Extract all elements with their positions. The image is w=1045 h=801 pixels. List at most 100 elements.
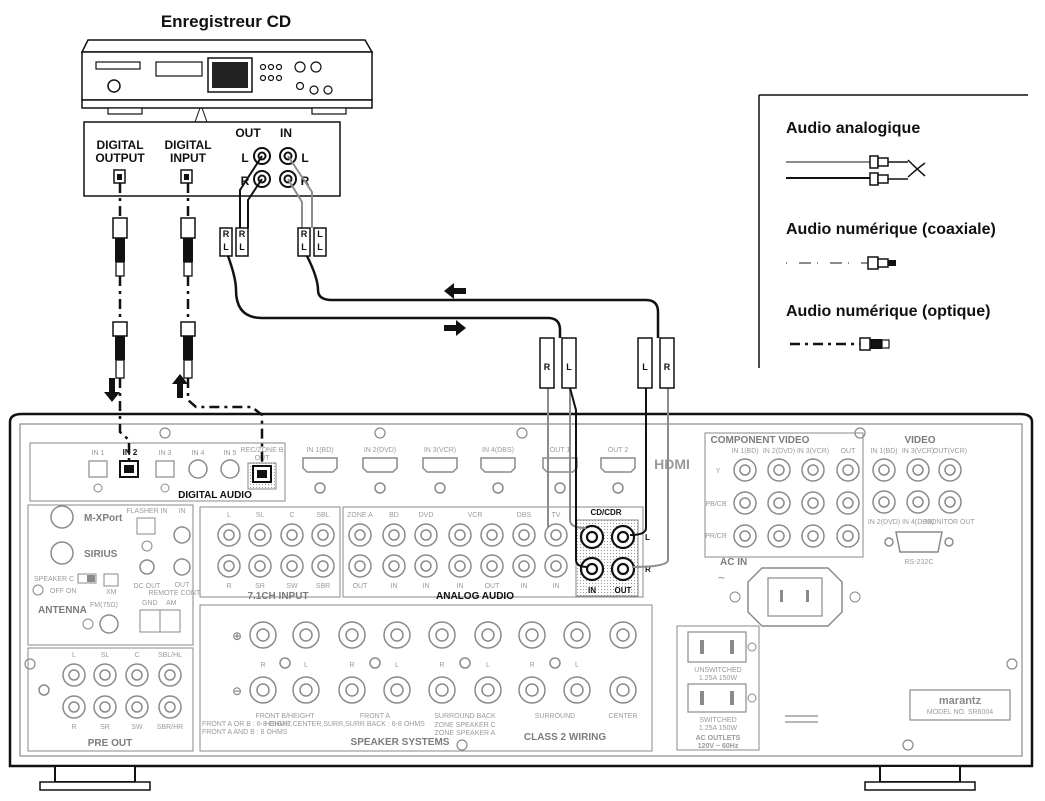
svg-text:L: L: [395, 662, 399, 669]
svg-text:MONITOR OUT: MONITOR OUT: [925, 519, 975, 526]
ac-outlets-section: UNSWITCHED 1.25A 150W SWITCHED 1.25A 150…: [676, 625, 760, 751]
svg-text:AC IN: AC IN: [720, 557, 747, 568]
arrow-up-icon: [172, 374, 188, 398]
svg-text:L: L: [575, 662, 579, 669]
svg-text:DVD: DVD: [419, 512, 434, 519]
svg-text:DC OUT: DC OUT: [134, 583, 162, 590]
svg-text:L: L: [486, 662, 490, 669]
svg-text:OUT(VCR): OUT(VCR): [933, 448, 967, 455]
cd-connector-panel: [83, 121, 341, 197]
svg-text:ANTENNA: ANTENNA: [38, 605, 87, 616]
digital-input-label-2: INPUT: [170, 151, 207, 165]
svg-text:R: R: [301, 229, 308, 239]
screw-icons: [24, 427, 1018, 751]
svg-text:L: L: [239, 242, 245, 252]
digital-audio-label: DIGITAL AUDIO: [178, 490, 252, 501]
arrow-right-icon: [444, 320, 466, 336]
svg-text:SURROUND: SURROUND: [535, 713, 575, 720]
digital-input-label-1: DIGITAL: [164, 138, 211, 152]
svg-text:VIDEO: VIDEO: [904, 435, 935, 446]
legend-analog-label: Audio analogique: [786, 120, 920, 137]
ch71-input-section: L SL C SBL R SR SW SBR 7.1CH INPUT: [199, 506, 341, 602]
svg-text:COMPONENT VIDEO: COMPONENT VIDEO: [711, 435, 810, 446]
legend: Audio analogique Audio numérique (coaxia…: [758, 94, 1028, 368]
svg-text:L: L: [227, 512, 231, 519]
misc-left-section: M-XPort SIRIUS SPEAKER C OFF ON XM ANTEN…: [27, 504, 194, 646]
svg-text:ZONE A: ZONE A: [347, 512, 373, 519]
svg-text:IN 4(DBS): IN 4(DBS): [482, 447, 514, 454]
ac-in-section: AC IN ~: [718, 557, 861, 627]
svg-text:IN: IN: [521, 583, 528, 590]
digital-output-label-2: OUTPUT: [95, 151, 145, 165]
svg-text:OUT: OUT: [485, 583, 501, 590]
svg-text:R: R: [349, 662, 354, 669]
svg-text:SPEAKER C: SPEAKER C: [34, 576, 74, 583]
remote-section: FLASHER IN DC OUT IN OUT REMOTE CONT.: [126, 508, 201, 597]
speaker-systems-section: ⊕ ⊖ R L R L R L R L: [199, 604, 653, 752]
svg-text:FRONT A OR B : 6-8 OHMS: FRONT A OR B : 6-8 OHMS: [202, 721, 290, 728]
svg-text:ZONE SPEAKER A: ZONE SPEAKER A: [435, 730, 496, 737]
svg-text:1.25A 150W: 1.25A 150W: [699, 675, 738, 682]
svg-text:IN 3: IN 3: [159, 450, 172, 457]
svg-text:SBR/HR: SBR/HR: [157, 724, 183, 731]
svg-text:SIRIUS: SIRIUS: [84, 549, 118, 560]
svg-text:SW: SW: [131, 724, 143, 731]
svg-text:SBL: SBL: [316, 512, 329, 519]
svg-text:L: L: [642, 362, 648, 372]
svg-text:L: L: [72, 652, 76, 659]
svg-text:SWITCHED: SWITCHED: [699, 717, 736, 724]
cd-left-label: L: [241, 151, 248, 165]
svg-text:R: R: [529, 662, 534, 669]
svg-text:IN: IN: [457, 583, 464, 590]
svg-text:SL: SL: [101, 652, 110, 659]
svg-text:AC OUTLETS: AC OUTLETS: [696, 735, 741, 742]
svg-text:UNSWITCHED: UNSWITCHED: [694, 667, 741, 674]
svg-text:IN 3(VCR): IN 3(VCR): [424, 447, 456, 454]
cd-cdr-label: CD/CDR: [590, 508, 621, 517]
legend-optical-plug-icon: [859, 337, 890, 351]
svg-text:IN: IN: [391, 583, 398, 590]
cd-recorder-device: [80, 39, 374, 115]
hdmi-section: IN 1(BD) IN 2(DVD) IN 3(VCR) IN 4(DBS) O…: [302, 447, 690, 494]
svg-text:IN 1(BD): IN 1(BD): [870, 448, 897, 455]
svg-text:L: L: [223, 242, 229, 252]
svg-text:R: R: [645, 565, 651, 574]
svg-text:R: R: [226, 583, 231, 590]
svg-text:M-XPort: M-XPort: [84, 513, 123, 524]
svg-text:L: L: [301, 242, 307, 252]
svg-text:OUT 1: OUT 1: [550, 447, 571, 454]
cd-out-label: OUT: [235, 126, 261, 140]
svg-text:1.25A 150W: 1.25A 150W: [699, 725, 738, 732]
svg-text:IN: IN: [553, 583, 560, 590]
svg-text:IN 2: IN 2: [123, 448, 138, 457]
svg-text:XM: XM: [106, 589, 117, 596]
svg-text:IN 3(VCR): IN 3(VCR): [902, 448, 934, 455]
svg-text:IN 2(DVD): IN 2(DVD): [763, 448, 795, 455]
svg-text:R: R: [260, 662, 265, 669]
legend-optical-label: Audio numérique (optique): [786, 303, 990, 320]
svg-text:IN: IN: [423, 583, 430, 590]
svg-text:TV: TV: [552, 512, 561, 519]
svg-text:OUT: OUT: [175, 582, 191, 589]
svg-text:R: R: [544, 362, 551, 372]
cables: [118, 155, 669, 568]
pre-out-section: L SL C SBL/HL R SR SW SBR/HR PRE OUT: [27, 647, 194, 752]
optical-jack-icon: [113, 169, 126, 184]
svg-text:FRONT A AND B : 8 OHMS: FRONT A AND B : 8 OHMS: [202, 729, 288, 736]
svg-text:IN 1: IN 1: [92, 450, 105, 457]
svg-text:R: R: [223, 229, 230, 239]
svg-text:IN 5: IN 5: [224, 450, 237, 457]
analog-audio-label: ANALOG AUDIO: [436, 591, 514, 602]
svg-text:7.1CH INPUT: 7.1CH INPUT: [247, 591, 308, 602]
svg-text:SBL/HL: SBL/HL: [158, 652, 182, 659]
svg-text:DBS: DBS: [517, 512, 532, 519]
svg-text:IN: IN: [588, 586, 596, 595]
svg-text:OUT: OUT: [615, 586, 632, 595]
svg-text:SURROUND BACK: SURROUND BACK: [434, 713, 496, 720]
svg-text:L: L: [304, 662, 308, 669]
svg-text:OUT 2: OUT 2: [608, 447, 629, 454]
callout-lines: [194, 107, 208, 123]
svg-text:L: L: [317, 229, 323, 239]
